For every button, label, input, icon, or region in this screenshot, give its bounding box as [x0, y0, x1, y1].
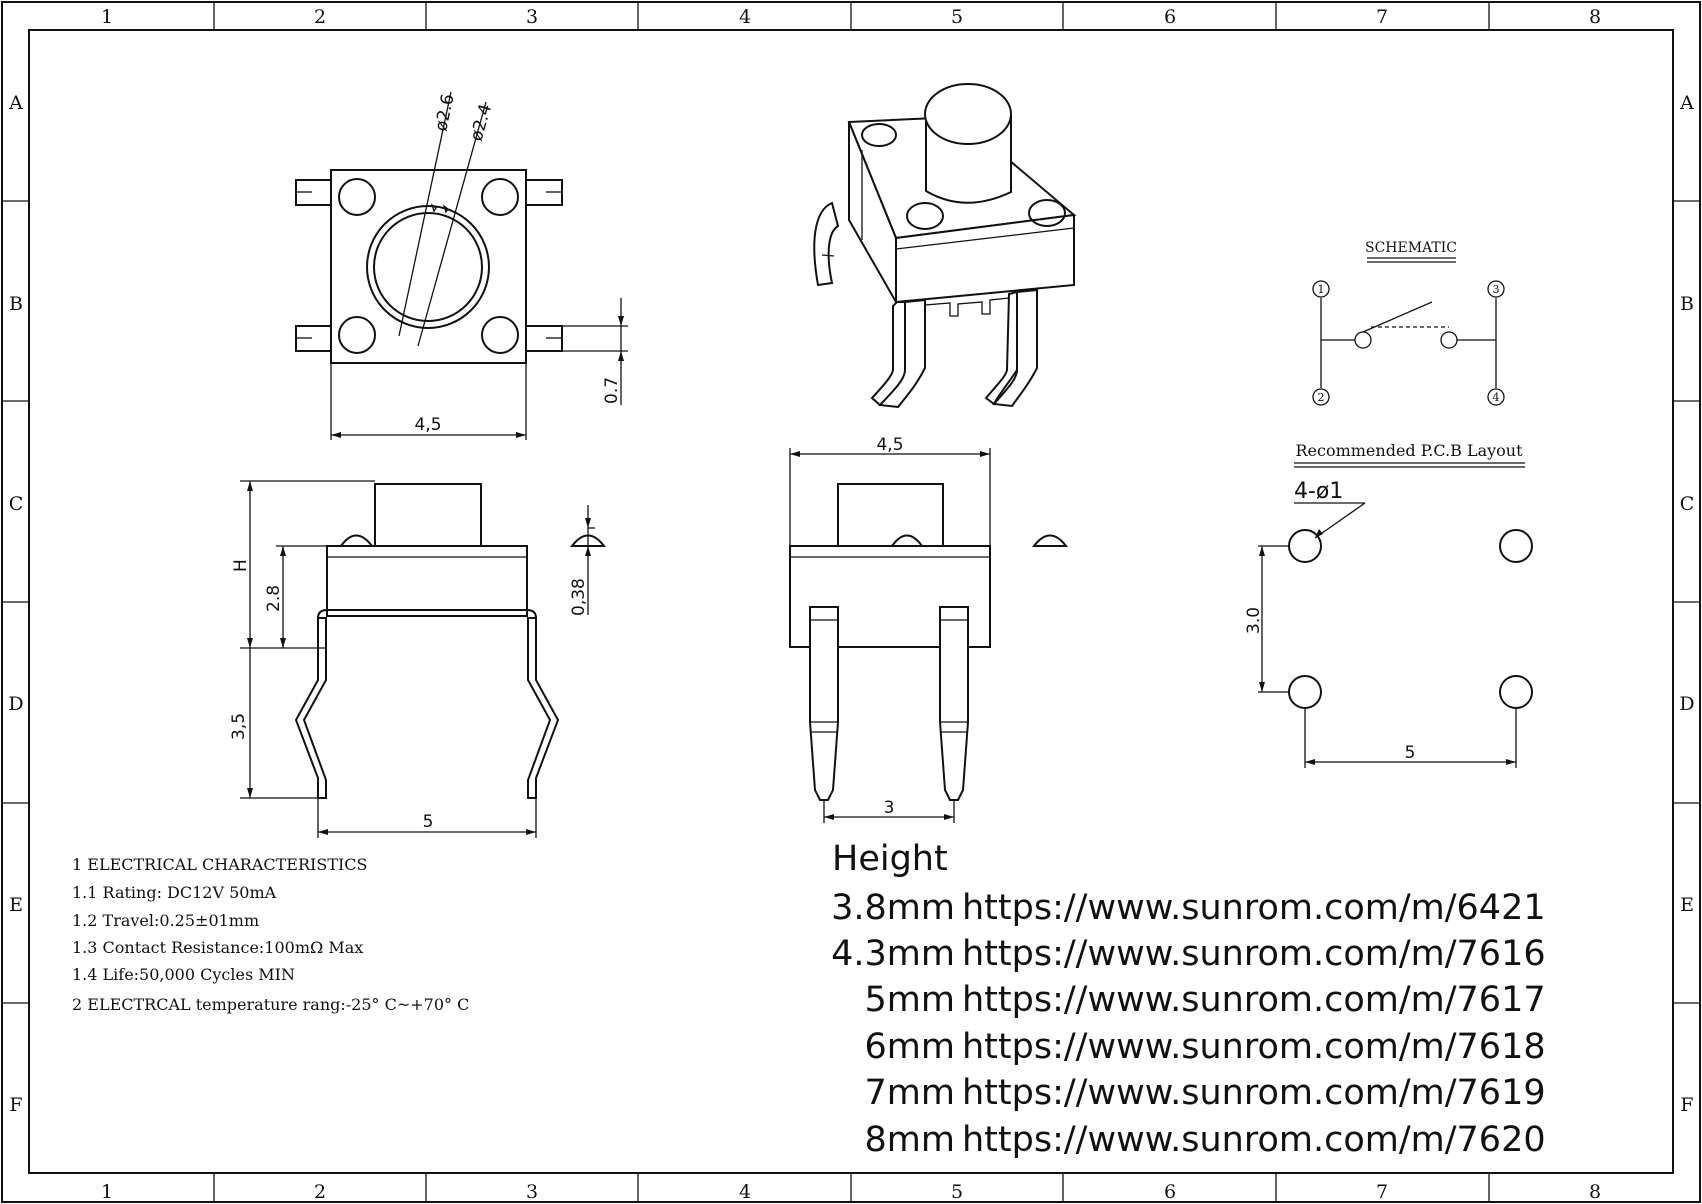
col-label-top: 5: [951, 6, 963, 28]
col-label-bottom: 7: [1376, 1181, 1388, 1203]
schematic-pin-4: 4: [1493, 391, 1500, 404]
row-label-left: B: [9, 293, 23, 315]
product-link[interactable]: https://www.sunrom.com/m/6421: [962, 888, 1546, 928]
schematic-pin-1: 1: [1318, 283, 1325, 296]
col-label-top: 4: [739, 6, 751, 28]
links-header: Height: [832, 839, 948, 879]
plunger-outline: [366, 205, 490, 329]
dim-leg-length: 3,5: [229, 713, 249, 740]
side-view: H 2.8 3,5 5 0,38: [229, 480, 607, 838]
col-label-top: 8: [1589, 6, 1601, 28]
spec-line: 1.2 Travel:0.25±01mm: [72, 911, 259, 930]
top-view: ø2.6 ø2.4 4,5 0.7: [295, 91, 628, 440]
front-view: 4,5 3: [789, 435, 1069, 823]
plunger-cap: [924, 83, 1012, 145]
dim-pin-pitch: 3: [884, 798, 895, 818]
row-label-left: C: [9, 493, 24, 515]
pcb-hole-label: 4-ø1: [1294, 479, 1343, 504]
height-value: 4.3mm: [831, 934, 955, 974]
spec-line: 1.1 Rating: DC12V 50mA: [72, 883, 277, 902]
dim-top-width: 4,5: [414, 415, 441, 435]
col-label-bottom: 4: [739, 1181, 751, 1203]
dim-dia-inner: ø2.4: [467, 102, 497, 143]
spec-line: 1 ELECTRICAL CHARACTERISTICS: [72, 855, 368, 874]
product-link[interactable]: https://www.sunrom.com/m/7617: [962, 980, 1546, 1020]
schematic: SCHEMATIC 1 2 3 4: [1312, 240, 1505, 406]
height-value: 3.8mm: [831, 888, 955, 928]
row-label-left: F: [9, 1094, 22, 1116]
row-label-right: E: [1680, 894, 1694, 916]
col-label-top: 1: [101, 6, 113, 28]
product-link[interactable]: https://www.sunrom.com/m/7618: [962, 1027, 1546, 1067]
row-label-left: D: [8, 693, 23, 715]
col-label-bottom: 6: [1164, 1181, 1176, 1203]
row-label-left: E: [9, 894, 23, 916]
col-label-top: 2: [314, 6, 326, 28]
height-value: 6mm: [865, 1027, 955, 1067]
dim-nub-height: 0,38: [569, 578, 589, 616]
schematic-pin-3: 3: [1493, 283, 1500, 296]
height-value: 8mm: [865, 1120, 955, 1160]
col-label-bottom: 8: [1589, 1181, 1601, 1203]
product-link[interactable]: https://www.sunrom.com/m/7619: [962, 1073, 1546, 1113]
row-label-right: D: [1679, 693, 1694, 715]
row-label-right: F: [1680, 1094, 1693, 1116]
product-link[interactable]: https://www.sunrom.com/m/7616: [962, 934, 1546, 974]
col-label-bottom: 3: [526, 1181, 538, 1203]
dim-pcb-vertical: 3.0: [1244, 607, 1264, 634]
dim-pcb-horizontal: 5: [1405, 743, 1416, 763]
height-value: 5mm: [865, 980, 955, 1020]
row-label-left: A: [8, 92, 23, 114]
row-label-right: C: [1680, 493, 1695, 515]
height-links: Height 3.8mm https://www.sunrom.com/m/64…: [831, 839, 1545, 1160]
schematic-pin-2: 2: [1318, 391, 1325, 404]
spec-line: 1.4 Life:50,000 Cycles MIN: [72, 965, 295, 984]
height-value: 7mm: [865, 1073, 955, 1113]
specs-notes: 1 ELECTRICAL CHARACTERISTICS 1.1 Rating:…: [72, 855, 469, 1014]
schematic-title: SCHEMATIC: [1365, 240, 1457, 256]
isometric-view: [813, 83, 1077, 409]
dim-front-width: 4,5: [876, 435, 903, 455]
col-label-top: 3: [526, 6, 538, 28]
spec-line: 1.3 Contact Resistance:100mΩ Max: [72, 938, 363, 957]
col-label-bottom: 2: [314, 1181, 326, 1203]
row-label-right: B: [1680, 293, 1694, 315]
row-label-right: A: [1679, 92, 1694, 114]
dim-pin-span: 5: [423, 812, 434, 832]
dim-dia-outer: ø2.6: [431, 92, 458, 133]
pcb-layout: Recommended P.C.B Layout 4-ø1 3.0 5: [1244, 441, 1533, 768]
col-label-bottom: 1: [101, 1181, 113, 1203]
dim-lead-offset: 0.7: [602, 377, 622, 404]
col-label-bottom: 5: [951, 1181, 963, 1203]
col-label-top: 7: [1376, 6, 1388, 28]
dim-body-height: 2.8: [264, 585, 284, 612]
col-label-top: 6: [1164, 6, 1176, 28]
product-link[interactable]: https://www.sunrom.com/m/7620: [962, 1120, 1546, 1160]
dim-height-h: H: [231, 559, 251, 572]
spec-line: 2 ELECTRCAL temperature rang:-25° C~+70°…: [72, 995, 469, 1014]
pcb-title: Recommended P.C.B Layout: [1295, 441, 1523, 460]
